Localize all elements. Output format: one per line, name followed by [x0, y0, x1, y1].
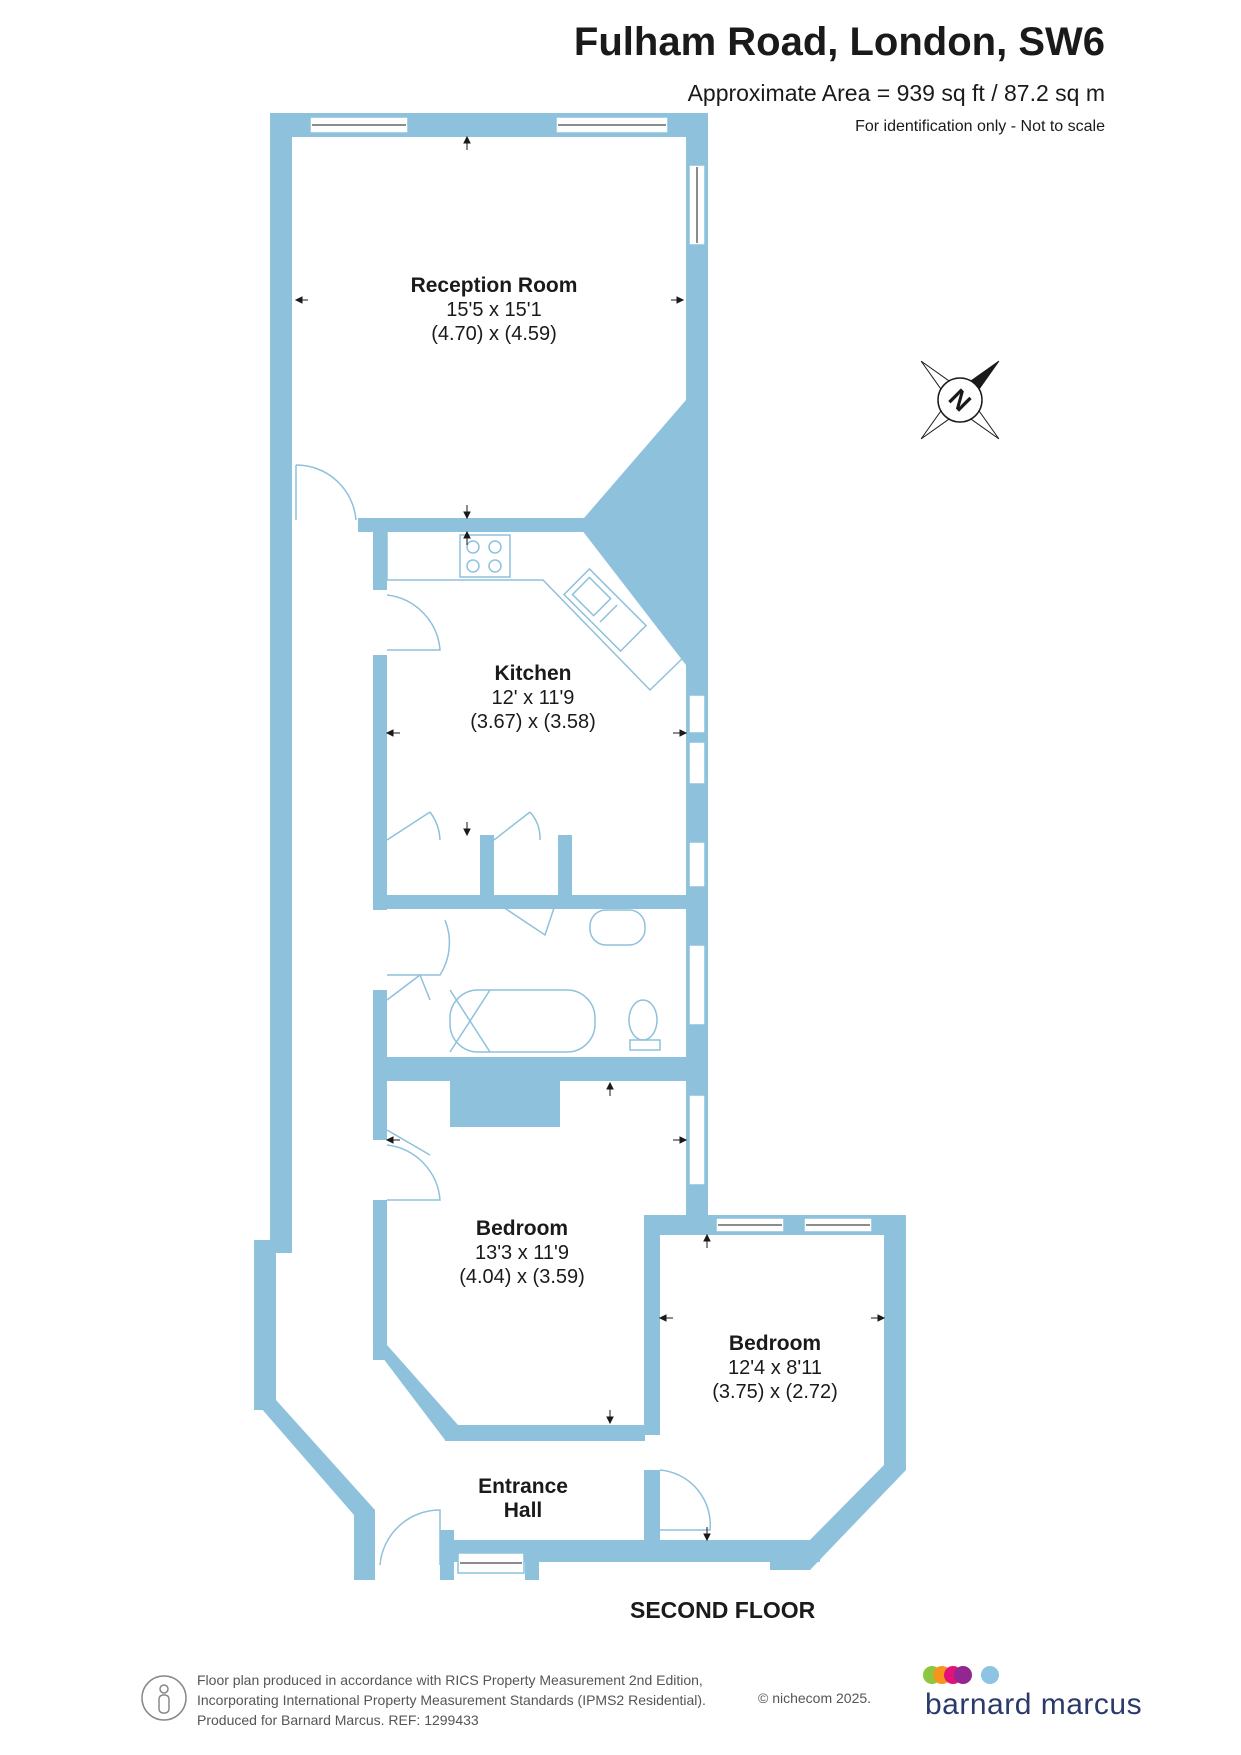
- footer-line: Incorporating International Property Mea…: [197, 1692, 706, 1708]
- footer-line: Floor plan produced in accordance with R…: [197, 1672, 703, 1688]
- wall-right-reception: [686, 113, 708, 1223]
- arrow-reception-right: [671, 296, 685, 304]
- room-metric: (4.70) x (4.59): [431, 323, 557, 345]
- brand-dot: [954, 1666, 972, 1684]
- room-imperial: 12'4 x 8'11: [728, 1357, 822, 1379]
- arrow-bedroom2-left: [658, 1314, 673, 1322]
- chimney-breast: [578, 400, 686, 665]
- wall-reception-kitchen: [358, 518, 588, 532]
- brand-name: barnard marcus: [925, 1688, 1143, 1721]
- room-name: Kitchen: [494, 662, 571, 685]
- bathroom-basin: [589, 909, 646, 946]
- kitchen-worktop: [386, 532, 687, 692]
- door-kitchen: [386, 594, 441, 651]
- arrow-bedroom1-bottom: [606, 1410, 614, 1425]
- window-kitchen-right-2: [688, 741, 706, 785]
- door-cupboard-4: [386, 973, 431, 1001]
- wall-partition-lower: [644, 1470, 660, 1540]
- room-name: Bedroom: [476, 1217, 568, 1240]
- arrow-bedroom1-right: [673, 1136, 688, 1144]
- scale-note: For identification only - Not to scale: [855, 118, 1105, 135]
- bathtub: [449, 989, 596, 1053]
- label-bedroom-2: Bedroom 12'4 x 8'11 (3.75) x (2.72): [712, 1332, 838, 1403]
- room-imperial: 13'3 x 11'9: [475, 1242, 569, 1264]
- room-name: Entrance: [478, 1475, 568, 1498]
- person-icon: [141, 1675, 187, 1721]
- brand-logo-icon: [923, 1666, 999, 1684]
- label-bedroom-1: Bedroom 13'3 x 11'9 (4.04) x (3.59): [459, 1217, 585, 1288]
- arrow-kitchen-right: [673, 729, 688, 737]
- wall-bedroom2-bay: [770, 1455, 906, 1570]
- window-bedroom1-right: [688, 1094, 706, 1186]
- copyright-notice: © nichecom 2025.: [758, 1690, 872, 1706]
- wall-bottom-step: [525, 1540, 539, 1580]
- wall-left-bay: [254, 1400, 375, 1580]
- arrow-bedroom2-bottom: [703, 1527, 711, 1542]
- door-cupboard-1: [386, 811, 441, 841]
- toilet: [628, 999, 658, 1041]
- wall-bedroom-partition: [644, 1215, 660, 1435]
- window-kitchen-right-3: [688, 841, 706, 888]
- cupboard-wall-1: [480, 835, 494, 907]
- cupboard-wall-2: [558, 835, 572, 907]
- door-cupboard-3: [499, 904, 556, 937]
- floor-label: SECOND FLOOR: [630, 1597, 816, 1623]
- footer-disclaimer: Floor plan produced in accordance with R…: [197, 1670, 706, 1730]
- wall-bedroom2-right: [884, 1215, 906, 1460]
- wall-left-outer: [270, 113, 292, 1253]
- arrow-kitchen-top: [463, 530, 471, 545]
- label-entrance-hall: Entrance Hall: [478, 1475, 568, 1522]
- wall-bedroom1-diagonal: [373, 1345, 458, 1440]
- footer-line: Produced for Barnard Marcus. REF: 129943…: [197, 1712, 479, 1728]
- wall-bedroom1-left-top: [373, 1080, 387, 1140]
- arrow-reception-top: [463, 135, 471, 150]
- door-reception: [295, 464, 357, 521]
- wall-bedroom1-left: [373, 1200, 387, 1360]
- door-cupboard-5: [386, 1129, 431, 1156]
- door-cupboard-2: [493, 811, 541, 841]
- arrow-reception-left: [294, 296, 308, 304]
- arrow-bedroom1-top: [606, 1081, 614, 1096]
- room-metric: (3.67) x (3.58): [470, 711, 596, 733]
- room-imperial: 12' x 11'9: [492, 687, 575, 709]
- arrow-bedroom2-right: [871, 1314, 886, 1322]
- room-name: Reception Room: [411, 274, 578, 297]
- plan-title: Fulham Road, London, SW6: [573, 20, 1105, 64]
- door-bathroom: [387, 919, 451, 976]
- bath-block: [450, 1057, 560, 1127]
- room-metric: (3.75) x (2.72): [712, 1381, 838, 1403]
- brand-dot: [981, 1666, 999, 1684]
- wall-kitchen-left-2: [373, 655, 387, 910]
- arrow-reception-bottom: [463, 505, 471, 520]
- wall-bedroom1-bottom: [445, 1425, 645, 1441]
- window-kitchen-right-1: [688, 694, 706, 734]
- area-summary: Approximate Area = 939 sq ft / 87.2 sq m: [687, 80, 1105, 106]
- label-reception-room: Reception Room 15'5 x 15'1 (4.70) x (4.5…: [411, 274, 578, 345]
- arrow-kitchen-left: [385, 729, 400, 737]
- wall-kitchen-left: [373, 530, 387, 590]
- compass-icon: N: [920, 360, 1000, 440]
- room-metric: (4.04) x (3.59): [459, 1266, 585, 1288]
- room-name-line2: Hall: [504, 1499, 543, 1522]
- wall-left-lower: [254, 1240, 276, 1410]
- window-bath-right: [688, 944, 706, 1026]
- kitchen-sink: [562, 567, 648, 653]
- wall-bottom-left: [440, 1530, 454, 1580]
- hob: [459, 534, 511, 578]
- room-name: Bedroom: [729, 1332, 821, 1355]
- label-kitchen: Kitchen 12' x 11'9 (3.67) x (3.58): [470, 662, 596, 733]
- arrow-bedroom1-left: [385, 1136, 400, 1144]
- wall-kitchen-bottom: [373, 895, 693, 909]
- room-imperial: 15'5 x 15'1: [446, 299, 542, 321]
- door-front: [379, 1509, 441, 1566]
- arrow-kitchen-bottom: [463, 822, 471, 837]
- arrow-bedroom2-top: [703, 1233, 711, 1248]
- door-bedroom2: [659, 1469, 711, 1531]
- door-bedroom1: [386, 1144, 441, 1201]
